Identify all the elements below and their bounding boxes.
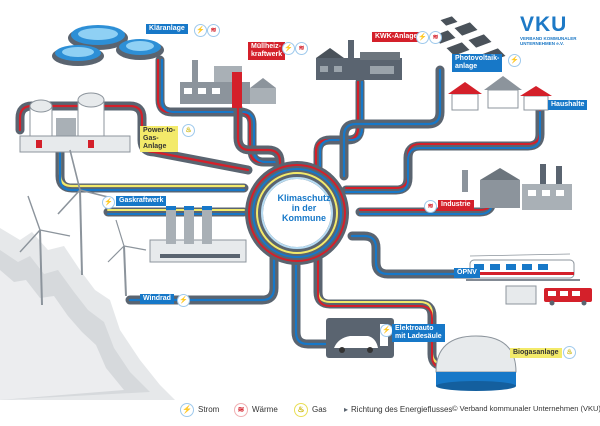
label-elektroauto: Elektroauto mit Ladesäule <box>392 324 445 342</box>
lightning-icon: ⚡ <box>194 24 207 37</box>
label-power-to-gas: Power-to- Gas- Anlage <box>140 126 179 152</box>
kwk-building <box>316 40 402 80</box>
hub-title-line3: Kommune <box>281 213 326 223</box>
label-windrad: Windrad <box>140 294 174 304</box>
label-elektroauto-line2: mit Ladesäule <box>395 333 442 340</box>
pipe-klaeranlage <box>155 55 285 167</box>
legend-item-richtung: ▸Richtung des Energieflusses <box>344 403 452 417</box>
legend-label-richtung: Richtung des Energieflusses <box>351 405 453 414</box>
train <box>466 253 580 281</box>
copyright: © Verband kommunaler Unternehmen (VKU) <box>452 404 600 413</box>
heat-waves-icon: ≋ <box>234 403 248 417</box>
label-industrie: Industrie <box>438 200 474 210</box>
wind-turbines <box>19 149 147 306</box>
hub-title-line2: in der <box>291 203 317 213</box>
label-muellheizkraftwerk: Müllheiz- kraftwerk <box>248 42 286 60</box>
lightning-icon: ⚡ <box>416 31 429 44</box>
lightning-icon: ⚡ <box>180 403 194 417</box>
lightning-icon: ⚡ <box>177 294 190 307</box>
lightning-icon: ⚡ <box>508 54 521 67</box>
flame-icon: ♨ <box>563 346 576 359</box>
lightning-icon: ⚡ <box>380 324 393 337</box>
legend: ⚡ Strom ≋ Wärme ♨ Gas ▸Richtung des Energie… <box>150 401 600 419</box>
label-photovoltaik-line2: anlage <box>455 63 478 70</box>
label-muellheizkraftwerk-line2: kraftwerk <box>251 51 283 58</box>
klaeranlage-basins <box>52 25 164 66</box>
heat-waves-icon: ≋ <box>207 24 220 37</box>
label-gaskraftwerk: Gaskraftwerk <box>116 196 167 206</box>
lightning-icon: ⚡ <box>282 42 295 55</box>
arrow-right-icon: ▸ <box>344 405 349 414</box>
legend-item-strom: ⚡ Strom <box>180 403 219 417</box>
label-ptg-line2: Gas- <box>143 135 159 142</box>
logo-subtitle-line2: UNTERNEHMEN e.V. <box>520 41 564 46</box>
legend-item-gas: ♨ Gas <box>294 403 327 417</box>
label-haushalte: Haushalte <box>548 100 588 110</box>
label-ptg-line3: Anlage <box>143 143 167 150</box>
label-muellheizkraftwerk-line1: Müllheiz- <box>251 43 281 50</box>
legend-item-waerme: ≋ Wärme <box>234 403 278 417</box>
industrie-buildings <box>462 164 572 210</box>
heat-waves-icon: ≋ <box>295 42 308 55</box>
flame-icon: ♨ <box>294 403 308 417</box>
hub-ring <box>245 161 349 265</box>
logo-subtitle-line1: VERBAND KOMMUNALER <box>520 36 577 41</box>
muellheizkraftwerk-building <box>180 60 276 108</box>
label-elektroauto-line1: Elektroauto <box>395 325 434 332</box>
power-to-gas-plant <box>19 92 131 153</box>
pipe-haushalte <box>341 105 545 195</box>
haushalte-houses <box>448 76 552 111</box>
label-kwk: KWK-Anlage <box>372 32 421 42</box>
legend-label-waerme: Wärme <box>252 405 278 415</box>
label-biogas: Biogasanlage <box>510 348 562 358</box>
flame-icon: ♨ <box>182 124 195 137</box>
label-oepnv: ÖPNV <box>454 268 480 278</box>
label-ptg-line1: Power-to- <box>143 127 176 134</box>
legend-label-strom: Strom <box>198 405 220 415</box>
gaskraftwerk-building <box>149 206 247 263</box>
pipe-network <box>15 55 545 371</box>
legend-label-gas: Gas <box>312 405 327 415</box>
pipe-biogas <box>313 251 475 371</box>
label-photovoltaik: Photovoltaik- anlage <box>452 54 503 72</box>
label-klaeranlage: Kläranlage <box>146 24 188 34</box>
heat-waves-icon: ≋ <box>424 200 437 213</box>
vku-logo: VKU VERBAND KOMMUNALER UNTERNEHMEN e.V. <box>520 14 590 50</box>
heat-waves-icon: ≋ <box>429 31 442 44</box>
hub-title-line1: Klimaschutz <box>277 193 331 203</box>
bus-depot <box>505 285 592 306</box>
lightning-icon: ⚡ <box>102 196 115 209</box>
logo-mark: VKU <box>520 13 568 36</box>
logo-subtitle: VERBAND KOMMUNALER UNTERNEHMEN e.V. <box>520 36 590 46</box>
mountain-ridge-light <box>0 270 124 400</box>
label-photovoltaik-line1: Photovoltaik- <box>455 55 500 62</box>
hub-title: Klimaschutz in der Kommune <box>264 193 344 223</box>
biogas-dome <box>435 335 517 391</box>
